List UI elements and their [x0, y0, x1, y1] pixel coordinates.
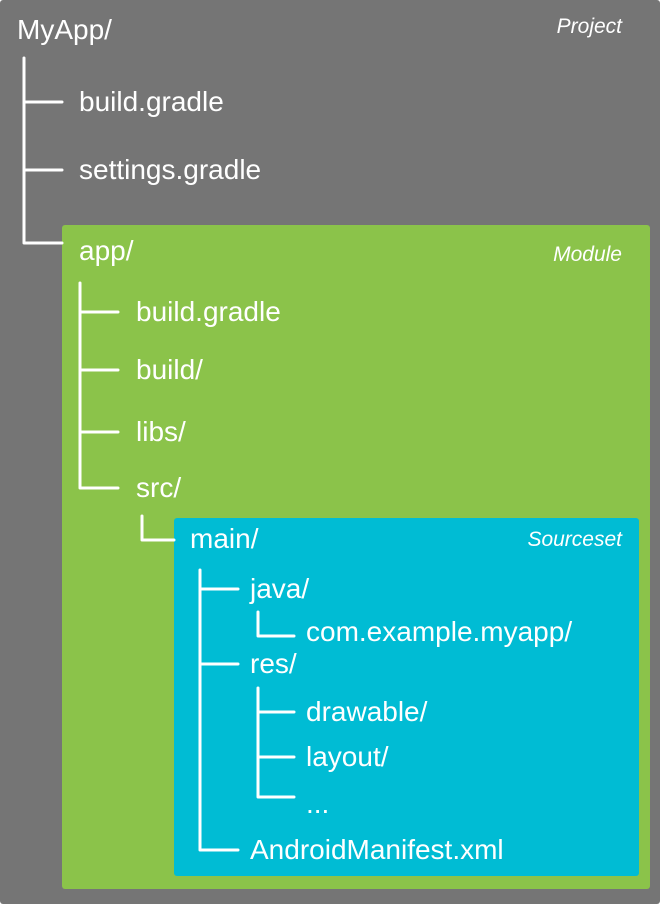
project-build-gradle-label: build.gradle	[79, 86, 224, 117]
java-dir-label: java/	[250, 573, 310, 604]
android-manifest-label: AndroidManifest.xml	[250, 834, 504, 865]
main-dir-label: main/	[190, 523, 259, 554]
module-folder-label: app/	[79, 235, 134, 266]
root-folder-label: MyApp/	[17, 14, 112, 45]
project-tag: Project	[556, 15, 622, 38]
layout-dir-label: layout/	[306, 741, 389, 772]
module-tag: Module	[553, 243, 622, 266]
sourceset-tag: Sourceset	[527, 528, 622, 551]
build-dir-label: build/	[136, 354, 203, 385]
libs-dir-label: libs/	[136, 416, 186, 447]
sourceset-box	[174, 518, 639, 876]
ellipsis-label: ...	[306, 788, 330, 819]
res-dir-label: res/	[250, 648, 297, 679]
drawable-dir-label: drawable/	[306, 696, 428, 727]
package-dir-label: com.example.myapp/	[306, 616, 573, 647]
module-build-gradle-label: build.gradle	[136, 296, 281, 327]
settings-gradle-label: settings.gradle	[79, 154, 262, 185]
src-dir-label: src/	[136, 472, 182, 503]
